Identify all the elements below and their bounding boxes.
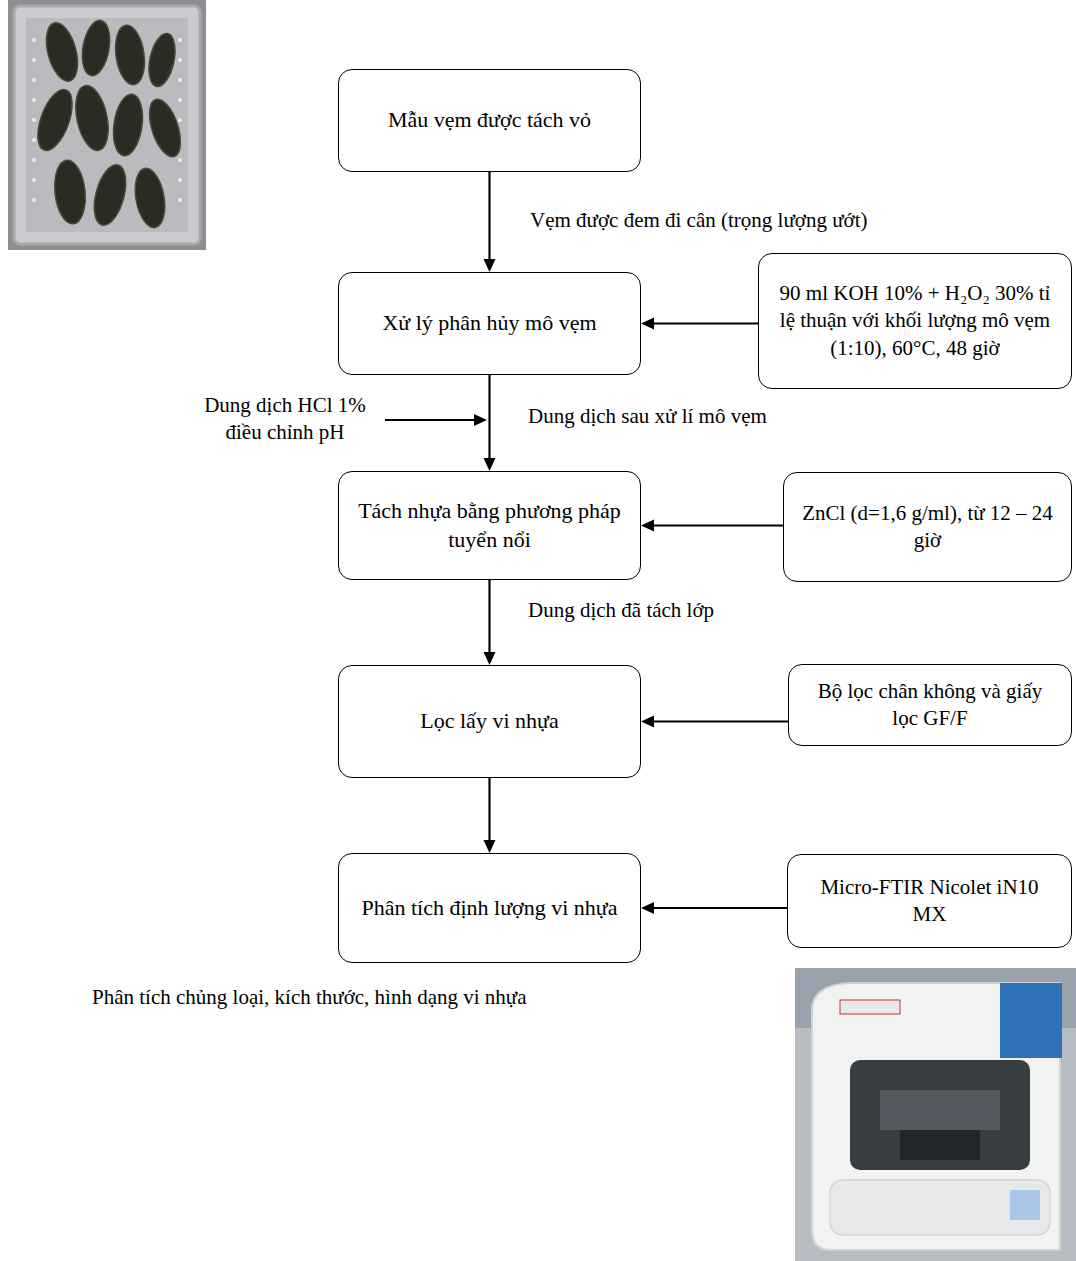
box-text: Tách nhựa bằng phương pháp tuyển nổi [353, 497, 626, 554]
arrow-line [488, 580, 490, 654]
arrow-head [484, 259, 496, 272]
hcl-arrow [385, 414, 487, 426]
process-box: Tách nhựa bằng phương pháp tuyển nổi [338, 471, 641, 580]
box-text: ZnCl (d=1,6 g/ml), từ 12 – 24 giờ [798, 500, 1057, 555]
arrow-line [652, 524, 783, 526]
mussel-photo [8, 0, 206, 250]
edge-label: Dung dịch sau xử lí mô vẹm [525, 403, 770, 430]
arrow-head [641, 716, 654, 728]
ftir-photo [795, 968, 1076, 1261]
note-text: Dung dịch HCl 1% điều chỉnh pH [196, 392, 374, 447]
flow-arrow [641, 716, 788, 728]
flow-arrow [641, 520, 783, 532]
parameter-box: 90 ml KOH 10% + H₂O₂ 30% tỉ lệ thuận với… [758, 253, 1072, 389]
arrow-line [652, 907, 787, 909]
box-content: Lọc lấy vi nhựa [420, 707, 558, 736]
arrow-head [641, 318, 654, 330]
flow-arrow [484, 580, 496, 665]
box-content: Phân tích định lượng vi nhựa [361, 894, 617, 923]
arrow-head [484, 458, 496, 471]
box-text: Micro-FTIR Nicolet iN10 MX [802, 874, 1057, 929]
parameter-box: Micro-FTIR Nicolet iN10 MX [787, 854, 1072, 948]
process-box: Mẫu vẹm được tách vỏ [338, 69, 641, 172]
flow-arrow [641, 902, 787, 914]
box-text: Lọc lấy vi nhựa [420, 707, 558, 736]
box-content: 90 ml KOH 10% + H₂O₂ 30% tỉ lệ thuận với… [773, 280, 1057, 362]
box-content: Xử lý phân hủy mô vẹm [382, 309, 596, 338]
process-box: Xử lý phân hủy mô vẹm [338, 272, 641, 375]
arrow-line [488, 778, 490, 842]
box-content: ZnCl (d=1,6 g/ml), từ 12 – 24 giờ [798, 500, 1057, 555]
box-text: Mẫu vẹm được tách vỏ [388, 106, 591, 135]
arrow-head [641, 902, 654, 914]
box-text: 90 ml KOH 10% + H₂O₂ 30% tỉ lệ thuận với… [773, 280, 1057, 362]
box-content: Tách nhựa bằng phương pháp tuyển nổi [353, 497, 626, 554]
arrow-head [484, 652, 496, 665]
note-text: Phân tích chủng loại, kích thước, hình d… [92, 984, 692, 1011]
box-content: Mẫu vẹm được tách vỏ [388, 106, 591, 135]
box-content: Bộ lọc chân không và giấy lọc GF/F [803, 678, 1057, 733]
arrow-line [652, 720, 788, 722]
arrow-head [641, 520, 654, 532]
parameter-box: ZnCl (d=1,6 g/ml), từ 12 – 24 giờ [783, 472, 1072, 582]
process-box: Phân tích định lượng vi nhựa [338, 853, 641, 963]
arrow-line [488, 375, 490, 460]
flow-arrow [484, 172, 496, 272]
flow-arrow [484, 778, 496, 853]
box-text: Bộ lọc chân không và giấy lọc GF/F [803, 678, 1057, 733]
process-box: Lọc lấy vi nhựa [338, 665, 641, 778]
box-content: Micro-FTIR Nicolet iN10 MX [802, 874, 1057, 929]
arrow-line [488, 172, 490, 261]
edge-label: Vẹm được đem đi cân (trọng lượng ướt) [527, 207, 870, 234]
box-text: Xử lý phân hủy mô vẹm [382, 309, 596, 338]
parameter-box: Bộ lọc chân không và giấy lọc GF/F [788, 664, 1072, 746]
box-text: Phân tích định lượng vi nhựa [361, 894, 617, 923]
edge-label: Dung dịch đã tách lớp [525, 597, 717, 624]
flow-arrow [484, 375, 496, 471]
arrow-line [652, 322, 758, 324]
flow-arrow [641, 318, 758, 330]
arrow-head [484, 840, 496, 853]
